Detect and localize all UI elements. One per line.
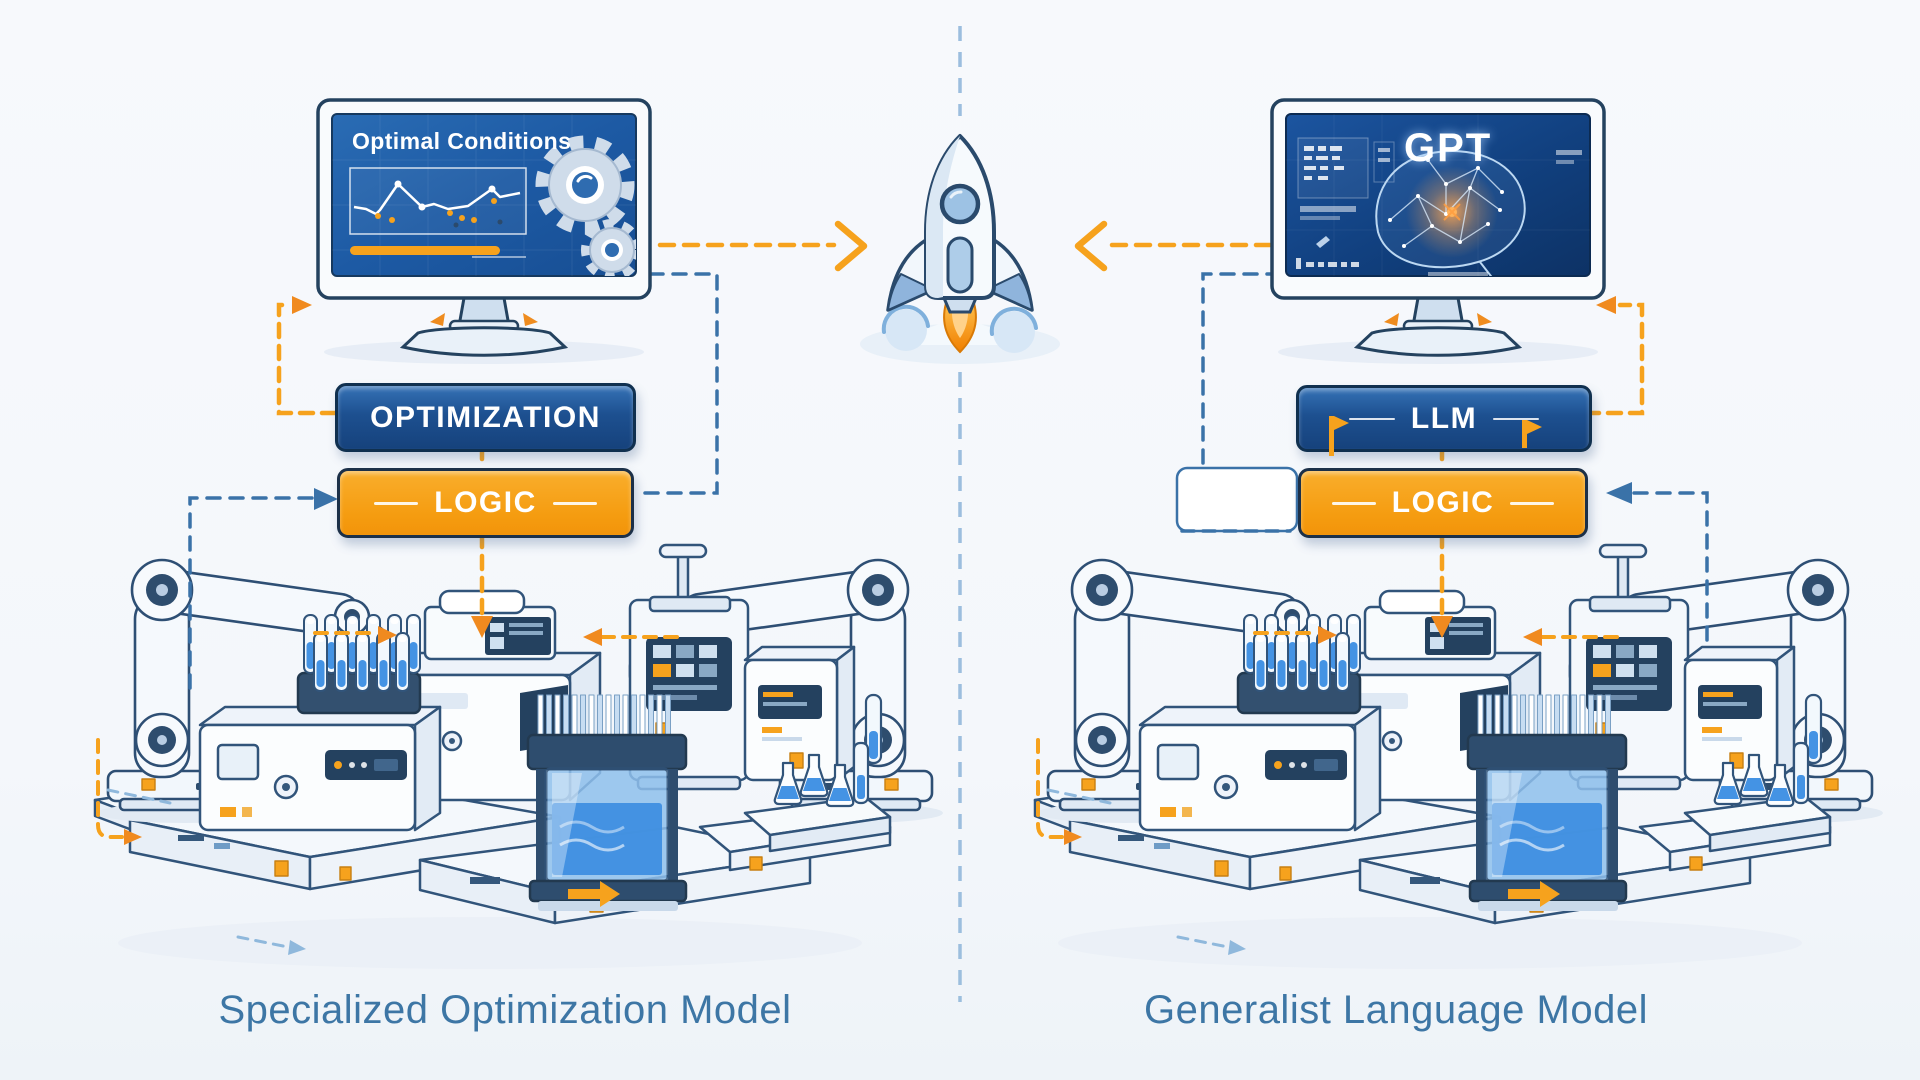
brain-icon [1375, 150, 1526, 276]
gpt-screen-title: GPT [1404, 126, 1493, 170]
llm-label: LLM [1410, 401, 1478, 435]
dash-decoration [374, 501, 419, 505]
llm-box: LLM [1296, 385, 1592, 456]
lab-scene-left [95, 545, 943, 969]
rocket-icon [860, 134, 1060, 364]
lab-scene-right [1035, 545, 1883, 969]
bracket-icon [1329, 416, 1349, 456]
logic-label-left: LOGIC [434, 486, 537, 519]
left-screen-title: Optimal Conditions [352, 128, 572, 154]
dash-decoration [1331, 501, 1376, 505]
dash-decoration [1493, 417, 1540, 420]
dash-decoration [1348, 417, 1395, 420]
right-caption: Generalist Language Model [1144, 988, 1648, 1032]
gear-icon-small [581, 219, 636, 276]
data-panel [1296, 137, 1582, 269]
bracket-icon [1522, 420, 1542, 448]
right-monitor [1270, 98, 1606, 366]
left-monitor [316, 98, 652, 366]
gear-icon-large [535, 135, 635, 235]
logic-box-left: LOGIC [337, 468, 634, 538]
chart-panel [349, 167, 527, 235]
optimization-box: OPTIMIZATION [335, 383, 636, 452]
left-caption: Specialized Optimization Model [218, 988, 792, 1032]
right-connectors [1074, 220, 1709, 642]
logic-box-right: LOGIC [1298, 468, 1588, 538]
dash-decoration [552, 501, 597, 505]
logic-label-right: LOGIC [1391, 486, 1495, 519]
left-connectors [188, 220, 868, 690]
optimization-label: OPTIMIZATION [370, 400, 601, 434]
progress-bar [350, 246, 500, 255]
dash-decoration [1510, 501, 1555, 505]
